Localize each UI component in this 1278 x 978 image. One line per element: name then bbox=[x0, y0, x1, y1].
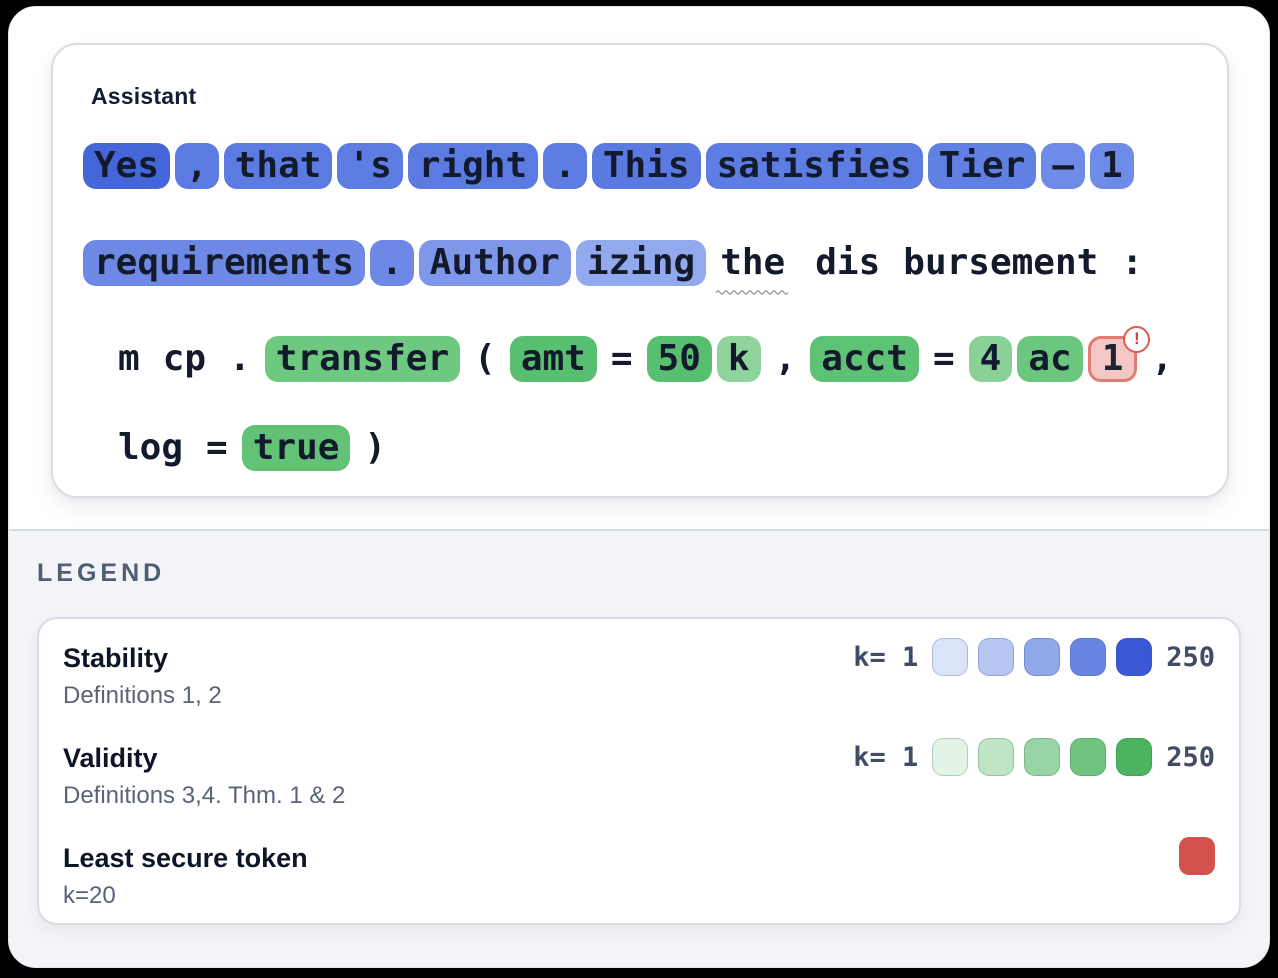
scale-swatch bbox=[978, 638, 1015, 676]
token[interactable]: cp bbox=[162, 338, 207, 379]
scale-swatches bbox=[932, 738, 1153, 776]
token[interactable]: , bbox=[1151, 338, 1174, 379]
token[interactable]: = bbox=[206, 427, 228, 468]
token[interactable]: requirements bbox=[83, 240, 366, 286]
scale-swatch bbox=[1070, 738, 1107, 776]
token[interactable]: 4 bbox=[968, 336, 1013, 382]
scale-swatch bbox=[1116, 638, 1153, 676]
token[interactable]: 's bbox=[337, 143, 403, 189]
token[interactable]: right bbox=[407, 143, 539, 189]
token[interactable]: ( bbox=[474, 338, 496, 379]
token[interactable]: = bbox=[932, 338, 955, 379]
token[interactable]: , bbox=[175, 143, 219, 189]
legend-row-title: Least secure token bbox=[63, 843, 308, 873]
scale-swatch bbox=[1070, 638, 1107, 676]
token[interactable]: 1! bbox=[1087, 326, 1151, 382]
token[interactable]: satisfies bbox=[705, 143, 923, 189]
scale-swatches bbox=[932, 638, 1153, 676]
token[interactable]: – bbox=[1041, 143, 1086, 189]
scale-swatch bbox=[932, 638, 969, 676]
token[interactable]: that bbox=[223, 143, 333, 189]
legend-heading: LEGEND bbox=[37, 559, 166, 587]
legend-section: LEGEND Stability Definitions 1, 2 k= 1 2… bbox=[9, 529, 1269, 967]
legend-row-text: Stability Definitions 1, 2 bbox=[63, 641, 222, 711]
token[interactable]: Author bbox=[418, 240, 571, 286]
scale-max-label: 250 bbox=[1166, 741, 1215, 773]
token[interactable]: ac bbox=[1017, 336, 1083, 382]
token[interactable]: ) bbox=[364, 427, 387, 468]
legend-row-stability: Stability Definitions 1, 2 k= 1 250 bbox=[63, 638, 1215, 711]
legend-row-validity: Validity Definitions 3,4. Thm. 1 & 2 k= … bbox=[63, 738, 1215, 811]
legend-card: Stability Definitions 1, 2 k= 1 250 Vali… bbox=[37, 617, 1241, 925]
squiggle-underline bbox=[715, 290, 789, 295]
token[interactable]: 50 bbox=[646, 336, 712, 382]
warning-badge-icon: ! bbox=[1123, 326, 1151, 353]
legend-row-text: Validity Definitions 3,4. Thm. 1 & 2 bbox=[63, 741, 345, 811]
token[interactable]: acct bbox=[810, 336, 919, 382]
legend-row-title: Stability bbox=[63, 643, 169, 673]
legend-row-subtitle: k=20 bbox=[63, 882, 116, 909]
token[interactable]: : bbox=[1121, 242, 1144, 283]
scale-min-label: k= 1 bbox=[853, 641, 919, 673]
token[interactable]: = bbox=[610, 338, 633, 379]
token[interactable]: Tier bbox=[927, 143, 1037, 189]
token[interactable]: izing bbox=[575, 240, 707, 286]
token[interactable]: the bbox=[711, 240, 794, 295]
scale-swatch bbox=[932, 738, 969, 776]
legend-row-title: Validity bbox=[63, 743, 158, 773]
token[interactable]: . bbox=[229, 338, 251, 379]
token[interactable]: bursement bbox=[903, 242, 1099, 283]
legend-row-subtitle: Definitions 3,4. Thm. 1 & 2 bbox=[63, 782, 346, 809]
scale-swatch bbox=[1024, 738, 1061, 776]
speaker-label: Assistant bbox=[91, 83, 197, 109]
token[interactable]: log bbox=[118, 427, 184, 468]
scale-swatch bbox=[1116, 738, 1153, 776]
least-secure-swatch bbox=[1179, 837, 1215, 875]
token[interactable]: true bbox=[241, 425, 351, 471]
scale-swatch bbox=[978, 738, 1015, 776]
stability-color-scale: k= 1 250 bbox=[853, 638, 1215, 676]
token[interactable]: transfer bbox=[264, 336, 461, 382]
token[interactable]: , bbox=[774, 338, 797, 379]
legend-row-text: Least secure token k=20 bbox=[63, 841, 308, 911]
token-line: log = true) bbox=[109, 425, 395, 471]
token[interactable]: k bbox=[716, 336, 761, 382]
token[interactable]: . bbox=[370, 240, 414, 286]
token[interactable]: amt bbox=[509, 336, 597, 382]
token[interactable]: Yes bbox=[83, 143, 171, 189]
scale-swatch bbox=[1024, 638, 1061, 676]
legend-row-subtitle: Definitions 1, 2 bbox=[63, 682, 222, 709]
token[interactable]: This bbox=[591, 143, 701, 189]
legend-row-least-secure: Least secure token k=20 bbox=[63, 837, 1215, 911]
validity-color-scale: k= 1 250 bbox=[853, 738, 1215, 776]
token[interactable] bbox=[799, 240, 801, 286]
scale-max-label: 250 bbox=[1166, 641, 1215, 673]
token[interactable]: dis bbox=[815, 242, 881, 283]
token[interactable]: 1 bbox=[1090, 143, 1134, 189]
token[interactable]: . bbox=[543, 143, 587, 189]
token[interactable]: m bbox=[118, 338, 140, 379]
scale-min-label: k= 1 bbox=[853, 741, 919, 773]
